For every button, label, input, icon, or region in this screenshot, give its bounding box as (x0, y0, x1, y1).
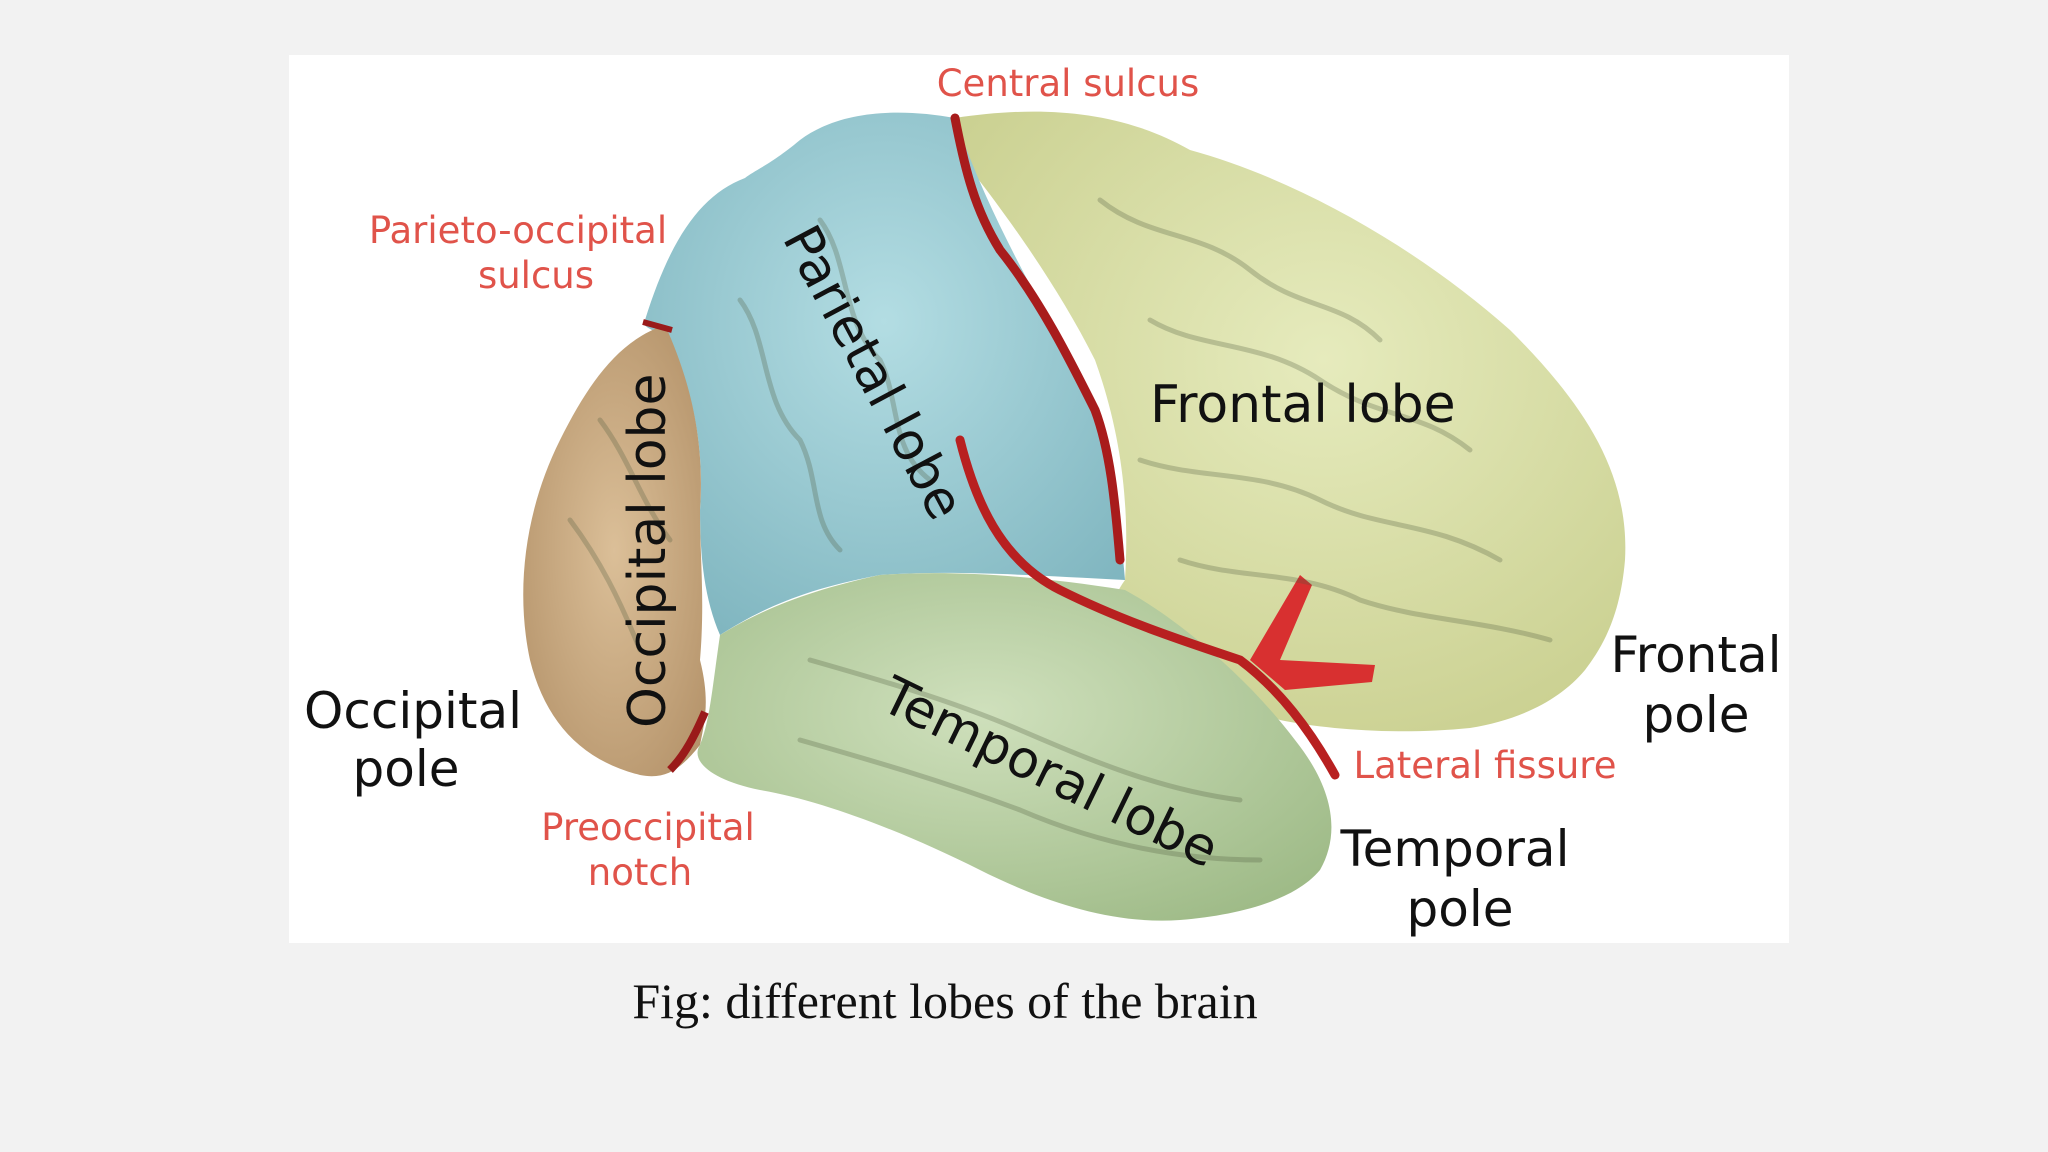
occipital-lobe-label: Occipital lobe (618, 373, 678, 728)
central-sulcus-label: Central sulcus (937, 62, 1200, 105)
parieto-occipital-sulcus-line (642, 319, 673, 333)
frontal-pole-label-line2: pole (1643, 686, 1750, 744)
parieto-occipital-label-line2: sulcus (478, 254, 594, 297)
preoccipital-label-line2: notch (588, 851, 692, 894)
temporal-pole-label-line2: pole (1407, 880, 1514, 938)
temporal-pole-label-line1: Temporal (1340, 820, 1570, 878)
preoccipital-notch-line (667, 710, 709, 773)
occipital-pole-label-line2: pole (353, 740, 460, 798)
temporal-lobe-region (697, 573, 1332, 921)
parietal-lobe-region (643, 112, 1125, 636)
occipital-lobe-region (523, 325, 706, 777)
lateral-fissure-branch (1250, 575, 1375, 690)
lateral-fissure-label: Lateral fissure (1354, 744, 1617, 787)
frontal-lobe-label: Frontal lobe (1150, 375, 1456, 435)
parieto-occipital-label-line1: Parieto-occipital (369, 209, 667, 252)
preoccipital-label-line1: Preoccipital (541, 806, 755, 849)
frontal-lobe-region (955, 111, 1626, 732)
figure-caption: Fig: different lobes of the brain (632, 973, 1258, 1029)
central-sulcus-line (950, 113, 1125, 565)
frontal-pole-label-line1: Frontal (1611, 626, 1782, 684)
occipital-pole-label-line1: Occipital (304, 682, 522, 740)
gyri-texture (567, 197, 1553, 863)
lateral-fissure-line (955, 435, 1340, 780)
